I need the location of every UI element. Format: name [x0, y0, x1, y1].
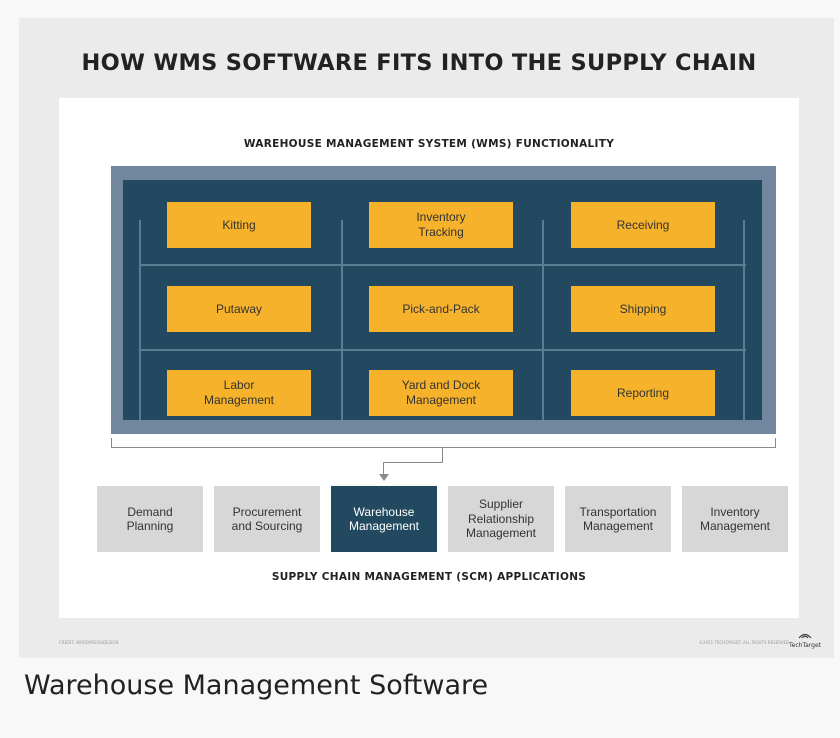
wifi-arc-icon [798, 633, 812, 639]
techtarget-logo-icon: TechTarget [789, 630, 821, 650]
wms-function-box: Kitting [167, 202, 311, 248]
copyright-text: ©2021 TECHTARGET. ALL RIGHTS RESERVED [699, 640, 790, 645]
shelf-beam [141, 264, 746, 266]
wms-bracket [111, 438, 776, 448]
brand-name: TechTarget [789, 642, 822, 649]
wms-function-box: Reporting [571, 370, 715, 416]
connector-line [383, 462, 384, 475]
credit-text: CREDIT: WORDPRESS/DESIGN [59, 640, 119, 645]
wms-section-title: WAREHOUSE MANAGEMENT SYSTEM (WMS) FUNCTI… [243, 138, 615, 150]
scm-section-title: SUPPLY CHAIN MANAGEMENT (SCM) APPLICATIO… [271, 571, 587, 583]
infographic-frame: HOW WMS SOFTWARE FITS INTO THE SUPPLY CH… [19, 18, 834, 658]
shelf-post [542, 220, 544, 420]
wms-function-box: Pick-and-Pack [369, 286, 513, 332]
diagram-panel: WAREHOUSE MANAGEMENT SYSTEM (WMS) FUNCTI… [59, 98, 799, 618]
wms-function-box: Shipping [571, 286, 715, 332]
shelf-post [743, 220, 745, 420]
connector-line [442, 447, 443, 462]
image-caption: Warehouse Management Software [24, 670, 489, 701]
shelf-post [341, 220, 343, 420]
connector-line [383, 462, 443, 463]
shelf-beam [141, 349, 746, 351]
shelf-post [139, 220, 141, 420]
diagram-title: HOW WMS SOFTWARE FITS INTO THE SUPPLY CH… [81, 50, 757, 76]
wms-function-box: Putaway [167, 286, 311, 332]
arrow-down-icon [379, 474, 389, 481]
wms-function-box: Receiving [571, 202, 715, 248]
